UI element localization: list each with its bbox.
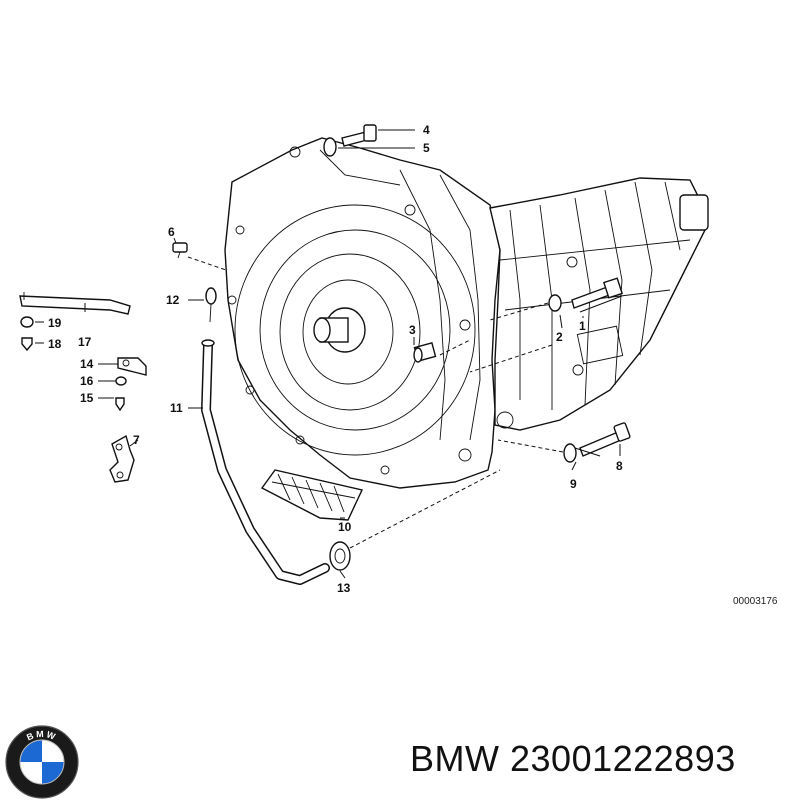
label-15: 15 [80, 391, 94, 405]
label-12: 12 [166, 293, 180, 307]
part-4-bolt [341, 124, 377, 147]
label-6: 6 [168, 225, 175, 239]
part-number: 23001222893 [510, 738, 736, 779]
part-8-bolt [579, 422, 631, 457]
part-10-cover-plate [260, 469, 364, 521]
label-11: 11 [170, 401, 183, 415]
part-number-caption: BMW 23001222893 [410, 738, 736, 780]
part-14-clamp [117, 357, 147, 376]
part-11-filler-pipe [201, 339, 330, 585]
svg-text:BMW: BMW [25, 729, 58, 743]
logo-lettering: BMW [25, 729, 56, 743]
reference-code: 00003176 [733, 596, 778, 607]
part-13-seal [329, 541, 351, 571]
label-17: 17 [78, 335, 92, 349]
label-4: 4 [423, 123, 430, 137]
part-17-bracket [19, 292, 131, 315]
label-5: 5 [423, 141, 430, 155]
transmission-housing [224, 137, 501, 489]
part-1-bolt [571, 277, 624, 309]
part-16-nut [115, 376, 127, 386]
part-12-dipstick [205, 287, 217, 323]
part-18-screw [21, 337, 33, 352]
label-13: 13 [337, 581, 351, 595]
label-7: 7 [133, 433, 140, 447]
part-3-bushing [413, 342, 437, 363]
part-5-washer [323, 137, 337, 157]
label-9: 9 [570, 477, 577, 491]
label-18: 18 [48, 337, 62, 351]
label-3: 3 [409, 323, 416, 337]
brand-name: BMW [410, 738, 500, 779]
part-15-screw [115, 397, 125, 412]
part-19-washer [20, 316, 34, 328]
label-19: 19 [48, 316, 62, 330]
part-2-washer [548, 294, 562, 312]
leader-lines [35, 129, 623, 579]
label-2: 2 [556, 330, 563, 344]
label-10: 10 [338, 520, 352, 534]
gearbox-body [489, 177, 709, 431]
label-16: 16 [80, 374, 94, 388]
label-8: 8 [616, 459, 623, 473]
part-7-bracket [109, 434, 135, 483]
part-9-washer [563, 443, 577, 463]
part-6-bolt [172, 242, 188, 259]
callout-labels: 1 2 3 4 5 6 7 8 9 10 11 12 13 14 15 16 1… [48, 123, 778, 607]
bmw-logo: BMW [5, 725, 79, 799]
label-14: 14 [80, 357, 94, 371]
label-1: 1 [579, 319, 586, 333]
